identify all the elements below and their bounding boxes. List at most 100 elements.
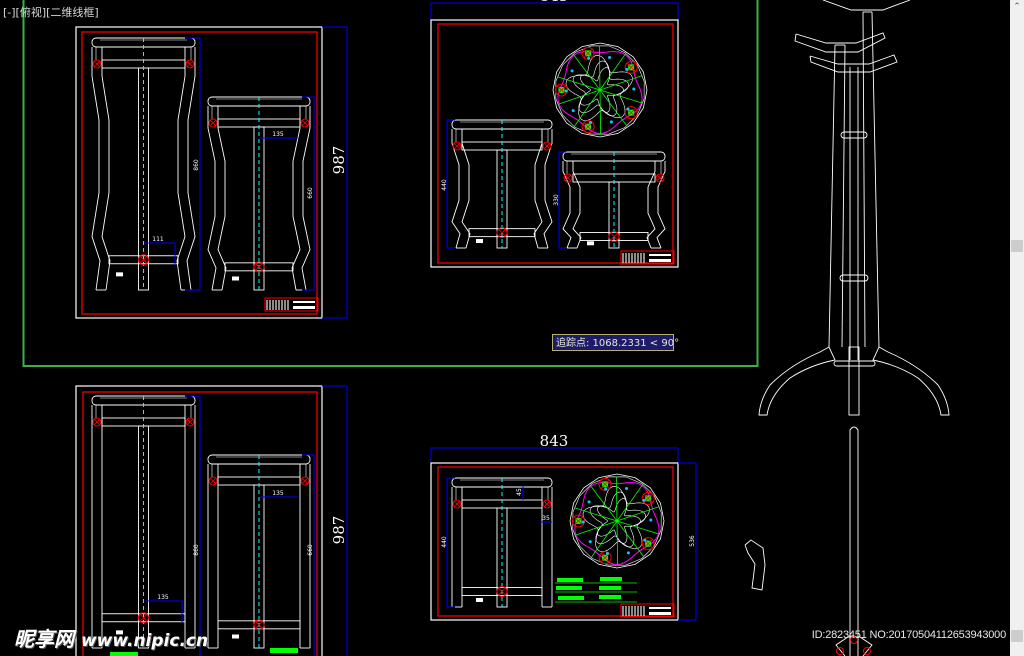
dimension-line (144, 242, 176, 265)
stool-view (562, 151, 666, 249)
joint-marker (656, 174, 664, 182)
stool-leg (186, 47, 196, 291)
stool-leg (572, 161, 582, 249)
rosette-dot (587, 500, 591, 504)
joint-marker (185, 59, 195, 69)
sheet-frame (75, 26, 323, 319)
joint-marker (139, 255, 148, 264)
joint-marker (498, 228, 506, 237)
dimension-line (302, 96, 315, 291)
joint-marker (452, 141, 462, 151)
sheet-frame (430, 462, 679, 621)
rosette-dot (626, 107, 630, 111)
joint-marker (93, 418, 101, 426)
rosette-axis (615, 476, 618, 522)
scrollbar-thumb[interactable] (1011, 240, 1023, 252)
vertical-scrollbar[interactable]: ⌃ (1010, 0, 1024, 656)
rosette-dot (625, 487, 629, 491)
rosette-axis (616, 520, 660, 535)
joint-marker (542, 499, 552, 509)
dimension-line (430, 447, 679, 463)
dimension-line (146, 600, 183, 622)
image-id-text: ID:2823451 NO:20170504112653943000 (811, 629, 1006, 641)
dimension-line (446, 119, 455, 249)
rosette-dot (642, 498, 646, 502)
rosette-outline (569, 473, 665, 569)
dimension-line (322, 26, 348, 319)
stool-view (451, 477, 553, 608)
joint-marker (453, 142, 461, 150)
stool-leg (451, 129, 461, 249)
joint-marker (624, 106, 638, 120)
joint-marker (186, 60, 194, 68)
dimension-line (322, 385, 348, 656)
stool-view (91, 395, 196, 649)
dimension-text: 111 (152, 236, 164, 243)
joint-marker (610, 232, 618, 241)
title-block-border (620, 603, 675, 618)
rosette-axis (599, 89, 643, 104)
dimension-line (558, 151, 566, 249)
rosette-dot (571, 109, 575, 113)
title-block-text (293, 301, 315, 303)
rosette-axis (599, 89, 628, 126)
rosette-star (572, 60, 629, 117)
rosette-dot (564, 89, 568, 93)
title-block-text (649, 612, 671, 615)
rosette-dot (588, 120, 592, 124)
dimension-text: 987 (330, 146, 348, 175)
dimension-text: 440 (441, 179, 448, 191)
joint-marker (655, 173, 665, 183)
rosette-outline (555, 45, 645, 135)
title-block-border (620, 250, 675, 265)
rosette-dot (625, 67, 629, 71)
stool-label-mark (232, 634, 239, 639)
sheet-frame (430, 19, 679, 268)
rosette-axis (589, 485, 618, 522)
stool-leg (91, 47, 101, 291)
rosette-dot (649, 518, 653, 522)
rosette-axis (616, 520, 645, 557)
joint-marker (453, 500, 461, 508)
joint-marker (138, 612, 149, 624)
dimension-line (302, 454, 315, 656)
stool-lower-rail (461, 587, 543, 596)
dimension-line (185, 395, 201, 656)
rosette-axis (573, 89, 601, 127)
joint-marker (92, 59, 102, 69)
joint-marker (641, 491, 655, 505)
joint-marker (600, 479, 610, 489)
rosette-dot (570, 69, 574, 73)
joint-marker (573, 516, 583, 526)
stool-leg (217, 106, 227, 291)
chevron-up-icon[interactable]: ⌃ (1013, 2, 1021, 12)
stool-leg (291, 106, 301, 291)
title-block-border (264, 297, 319, 312)
sheet-frame (75, 385, 323, 656)
sheet-d: 843 536 440 45 35 (430, 432, 697, 621)
rosette-axis (572, 54, 601, 91)
sheet-border (82, 391, 318, 656)
joint-marker (556, 85, 566, 95)
title-block (620, 603, 675, 618)
rosette-star (589, 491, 646, 548)
rosette-axis (557, 89, 601, 105)
rosette-star (565, 54, 633, 121)
joint-marker (608, 230, 620, 242)
scrollbar-thumb-lower (1011, 630, 1023, 642)
tracking-point-tooltip: 追踪点: 1068.2331 < 90° (552, 334, 679, 351)
joint-marker (496, 586, 508, 598)
rosette-axis (598, 45, 601, 91)
joint-marker (253, 619, 265, 631)
rosette-dot (608, 56, 612, 60)
green-note-bar (270, 648, 298, 653)
title-block-text (649, 254, 671, 256)
rosette-dot (588, 540, 592, 544)
viewport-label[interactable]: [-][俯视][二维线框] (3, 6, 99, 19)
stool-label-mark (116, 272, 123, 277)
rosette-dot (587, 56, 591, 60)
joint-marker (643, 493, 653, 503)
rosette-axis (574, 507, 618, 522)
joint-marker (92, 417, 102, 427)
